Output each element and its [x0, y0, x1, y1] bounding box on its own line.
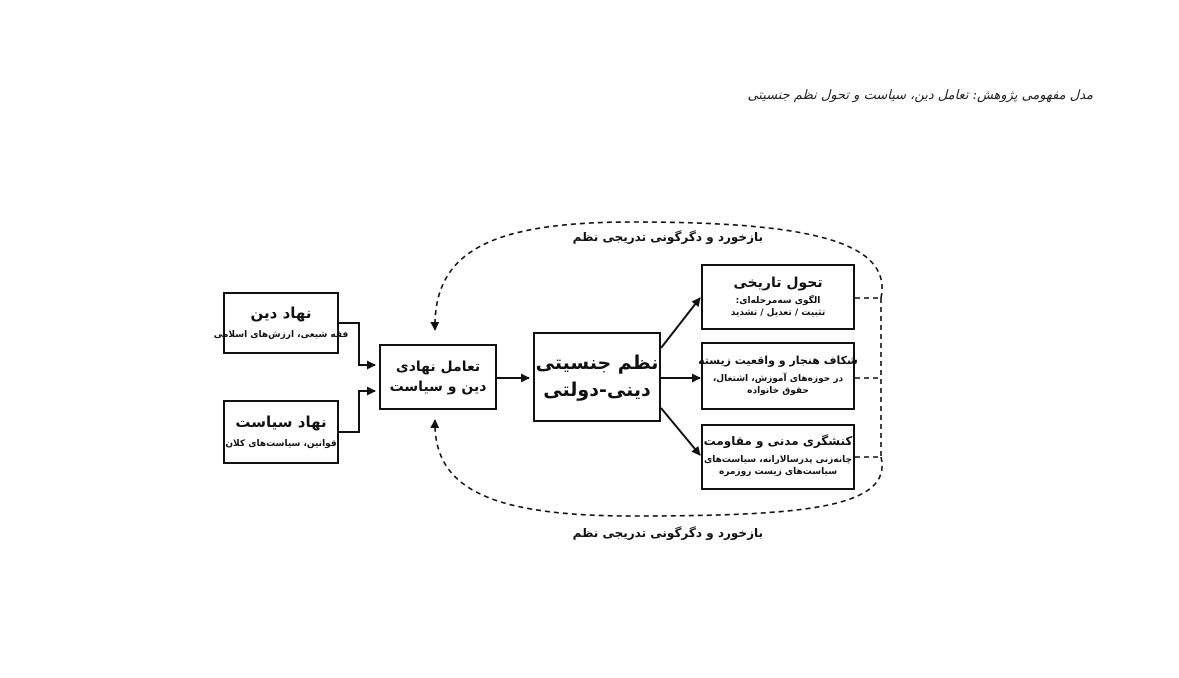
institutional-interaction-box: تعامل نهادی دین و سیاست [379, 344, 497, 410]
religion-box-title: نهاد دین [250, 304, 312, 323]
activism-box-sub2: سیاست‌های زیست روزمره [718, 467, 838, 478]
figure-caption: مدل مفهومی پژوهش: تعامل دین، سیاست و تحو… [747, 88, 1093, 103]
history-box-sub1: الگوی سه‌مرحله‌ای: [735, 295, 821, 306]
feedback-loop-top [430, 221, 883, 331]
gap-box-title: شکاف هنجار و واقعیت زیسته [698, 354, 858, 368]
activism-box-sub1: چانه‌زنی پدرسالارانه، سیاست‌های [704, 455, 852, 466]
feedback-label-top: بازخورد و دگرگونی تدریجی نظم [572, 230, 763, 244]
activism-box-title: کنشگری مدنی و مقاومت [703, 434, 853, 449]
historical-change-box: تحول تاریخی الگوی سه‌مرحله‌ای: تثبیت / ت… [701, 264, 855, 330]
politics-box-title: نهاد سیاست [235, 413, 327, 432]
gender-order-line2: دینی-دولتی [543, 378, 651, 401]
norm-reality-gap-box: شکاف هنجار و واقعیت زیسته در حوزه‌های آم… [698, 342, 858, 410]
order-to-history-arrow [660, 297, 701, 349]
history-box-sub2: تثبیت / تعدیل / تشدید [730, 308, 826, 319]
feedback-label-bottom: بازخورد و دگرگونی تدریجی نظم [572, 526, 763, 540]
order-to-activism-arrow [660, 407, 701, 456]
interaction-line2: دین و سیاست [389, 378, 487, 395]
conceptual-model-diagram: نهاد دین فقه شیعی، ارزش‌های اسلامی نهاد … [203, 190, 903, 570]
gender-order-box: نظم جنسیتی دینی-دولتی [533, 332, 661, 422]
civil-activism-box: کنشگری مدنی و مقاومت چانه‌زنی پدرسالاران… [701, 424, 855, 490]
politics-box-subtitle: قوانین، سیاست‌های کلان [225, 438, 337, 449]
politics-institution-box: نهاد سیاست قوانین، سیاست‌های کلان [223, 400, 339, 464]
gender-order-line1: نظم جنسیتی [535, 351, 659, 374]
religion-institution-box: نهاد دین فقه شیعی، ارزش‌های اسلامی [214, 292, 348, 354]
history-box-title: تحول تاریخی [733, 274, 823, 291]
politics-to-interaction-connector [339, 386, 376, 433]
religion-to-interaction-connector [339, 322, 376, 370]
connector-layer [339, 221, 883, 517]
religion-box-subtitle: فقه شیعی، ارزش‌های اسلامی [213, 329, 349, 340]
gap-box-sub1: در حوزه‌های آموزش، اشتغال، [712, 373, 844, 384]
interaction-line1: تعامل نهادی [395, 359, 481, 376]
gap-box-sub2: حقوق خانواده [747, 385, 809, 396]
